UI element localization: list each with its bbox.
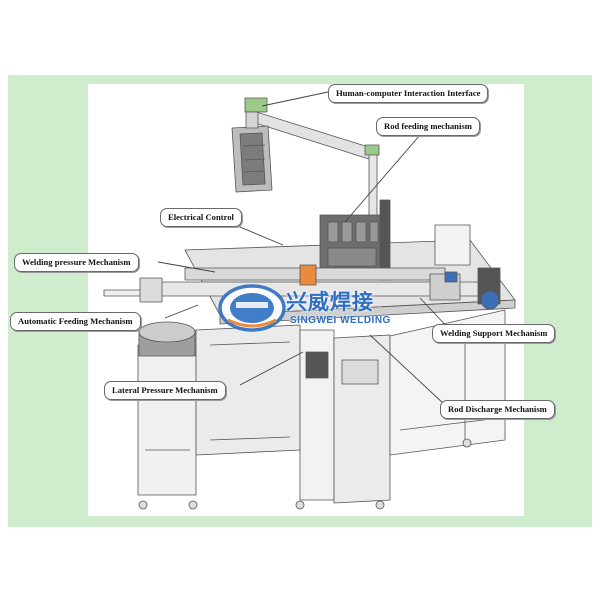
lateral-column [295, 329, 335, 510]
label-welding-pressure: Welding pressure Mechanism [14, 253, 139, 272]
hmi-screen [231, 111, 273, 193]
label-welding-support: Welding Support Mechanism [432, 324, 556, 343]
label-electrical-control: Electrical Control [160, 208, 242, 227]
right-cabinet [333, 334, 391, 510]
label-rod-discharge: Rod Discharge Mechanism [440, 400, 555, 419]
label-lateral-pressure: Lateral Pressure Mechanism [104, 381, 226, 400]
label-hci: Human-computer Interaction Interface [328, 84, 489, 103]
logo-english-text: SINGWEI WELDING [290, 315, 391, 326]
label-automatic-feeding: Automatic Feeding Mechanism [10, 312, 141, 331]
bowl-feeder [137, 321, 198, 510]
logo-chinese-text: 兴威焊接 [286, 291, 374, 314]
label-rod-feeding: Rod feeding mechanism [376, 117, 480, 136]
leader-lines [157, 91, 451, 406]
singwei-logo-emblem [218, 284, 286, 332]
electrical-cabinet [319, 199, 391, 281]
